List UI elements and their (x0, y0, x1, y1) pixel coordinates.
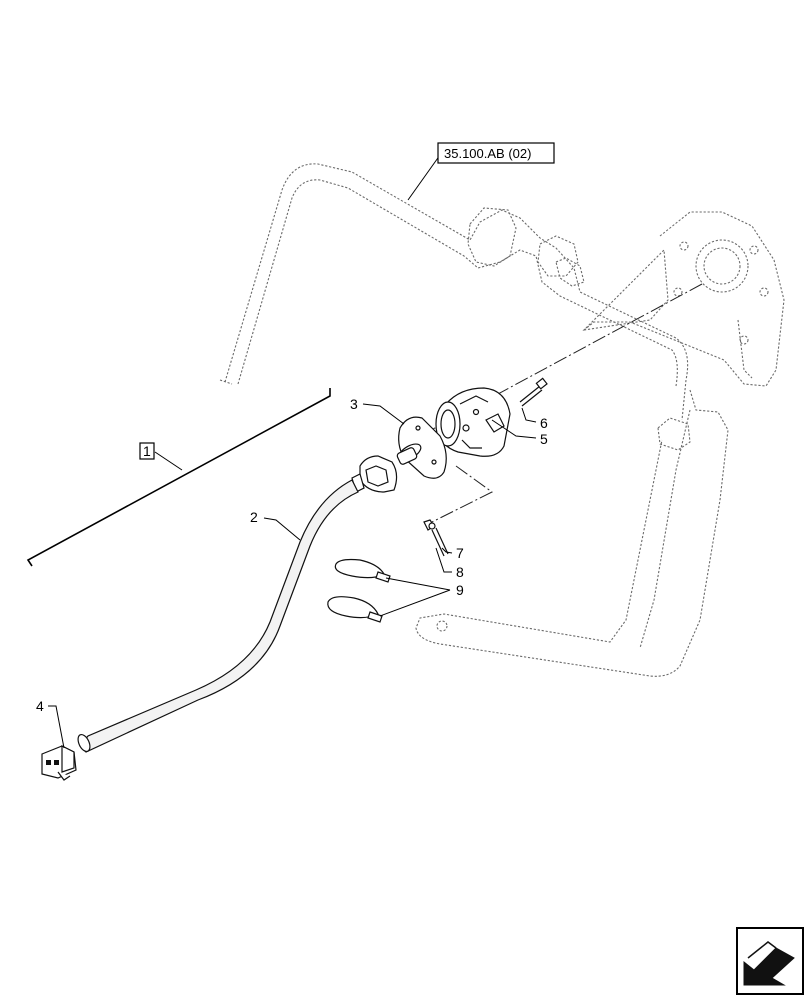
callout-8: 8 (456, 564, 464, 580)
group-box: 1 (139, 442, 155, 460)
socket-housing (435, 387, 511, 457)
gasket-plate (396, 416, 447, 479)
reference-box[interactable]: 35.100.AB (02) (437, 142, 555, 164)
cable-harness (77, 479, 359, 753)
callout-7: 7 (456, 545, 464, 561)
center-line-bolt (431, 465, 493, 523)
callout-2: 2 (250, 509, 258, 525)
callout-6: 6 (540, 415, 548, 431)
plug-connector (41, 745, 77, 781)
callout-4: 4 (36, 698, 44, 714)
group-label: 1 (143, 443, 151, 459)
cable-ties (327, 558, 391, 623)
cable-connector (351, 455, 398, 493)
reference-text: 35.100.AB (02) (444, 146, 531, 161)
leader-lines (48, 154, 537, 749)
callout-3: 3 (350, 396, 358, 412)
callout-5: 5 (540, 431, 548, 447)
screw (519, 377, 548, 407)
next-page-arrow-icon[interactable] (736, 927, 804, 995)
bolt-nut (423, 519, 449, 557)
callout-9: 9 (456, 582, 464, 598)
frame-context (219, 163, 785, 677)
group-bracket-line (26, 388, 331, 567)
